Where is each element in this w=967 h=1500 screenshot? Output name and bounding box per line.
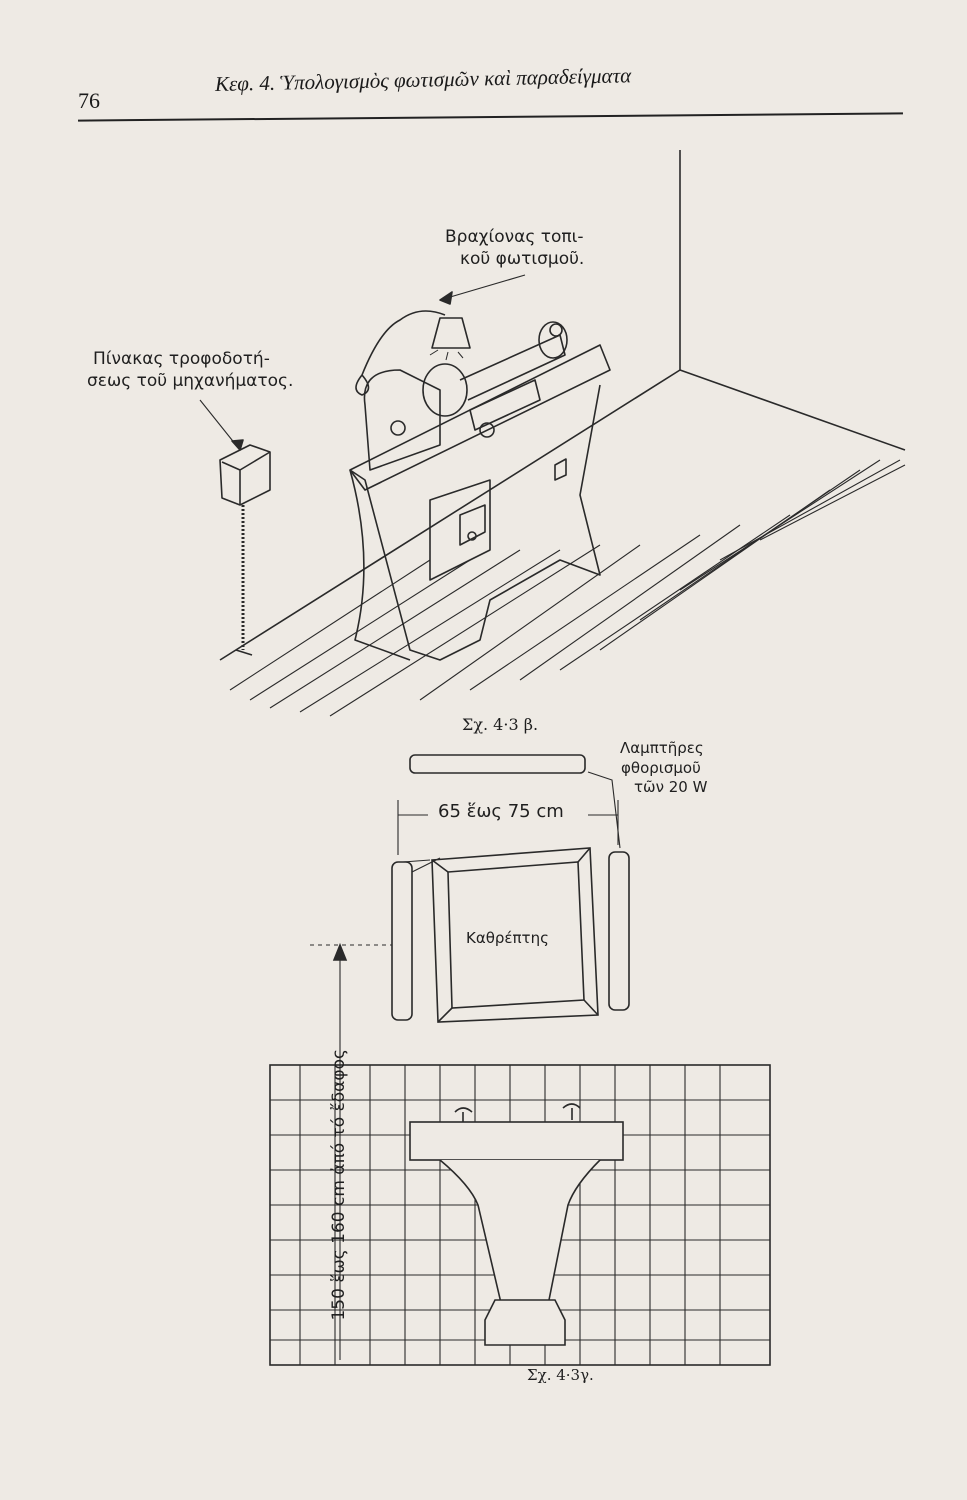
lamp-arm	[361, 310, 446, 376]
lamps-label-line2: φθορισμοῦ	[621, 759, 701, 777]
lathe-window	[554, 458, 567, 481]
panel-label-line2: σεως τοῦ μηχανήματος.	[87, 371, 294, 391]
lathe-left-leg	[349, 469, 411, 661]
lathe-chuck	[422, 363, 468, 417]
tailstock-wheel-icon	[549, 323, 563, 337]
lamps-label-line3: τῶν 20 W	[634, 778, 708, 796]
lathe-spindle	[459, 334, 566, 401]
tile-wall-outline	[269, 1064, 771, 1366]
lathe-switch-box	[459, 504, 486, 546]
arm-label-line1: Βραχίονας τοπι-	[445, 227, 584, 247]
lathe-stand-outline	[349, 384, 601, 661]
width-label: 65 ἕως 75 cm	[438, 801, 564, 822]
fluorescent-lamp-top	[409, 754, 586, 774]
wall-floor-right	[679, 369, 906, 451]
lamp-base	[355, 374, 370, 396]
lamp-shade-icon	[431, 317, 471, 349]
mirror-frame-corners	[431, 847, 599, 1023]
faucet-left-icon	[454, 1107, 473, 1122]
lathe-switch-knob	[467, 531, 477, 541]
height-arrow-top	[332, 942, 348, 961]
arm-leader-line	[439, 274, 526, 301]
floor-hatching	[229, 459, 906, 717]
supply-panel-box	[219, 444, 271, 506]
panel-label-line1: Πίνακας τροφοδοτή-	[93, 349, 270, 369]
fluorescent-lamp-left	[391, 861, 413, 1021]
height-label: 150 ἕως 160 cm ἀπό τό ἔδαφος	[329, 1049, 350, 1321]
arm-leader-arrow	[439, 291, 453, 305]
figure-c-caption: Σχ. 4·3γ.	[527, 1366, 594, 1384]
headstock-gear-icon	[390, 420, 406, 436]
supply-panel-edges	[221, 451, 271, 505]
page-number: 76	[78, 88, 100, 113]
width-extension-lines	[397, 800, 619, 855]
lathe-door-panel	[429, 479, 491, 581]
mirror-label: Καθρέπτης	[466, 929, 549, 947]
washbasin-base	[484, 1299, 566, 1346]
lamps-label-line1: Λαμπτῆρες	[620, 739, 704, 757]
panel-leader-arrow	[231, 439, 244, 451]
lamps-leader-line	[587, 771, 621, 849]
lathe-tailstock	[538, 321, 568, 359]
lamp-light-rays	[429, 349, 464, 361]
figure-b-caption: Σχ. 4·3 β.	[462, 715, 539, 734]
arm-label-line2: κοῦ φωτισμοῦ.	[460, 249, 585, 269]
lathe-carriage	[469, 379, 541, 431]
lathe-bed	[349, 344, 611, 491]
wall-floor-left	[219, 369, 681, 661]
cable-floor-end	[235, 649, 253, 656]
carriage-wheel-icon	[479, 422, 495, 438]
fluorescent-lamp-right	[608, 851, 630, 1011]
lamps-leader-left	[411, 857, 441, 873]
washbasin-top	[409, 1121, 624, 1161]
lamp-left-bracket	[402, 859, 431, 863]
faucet-right-icon	[562, 1103, 581, 1120]
